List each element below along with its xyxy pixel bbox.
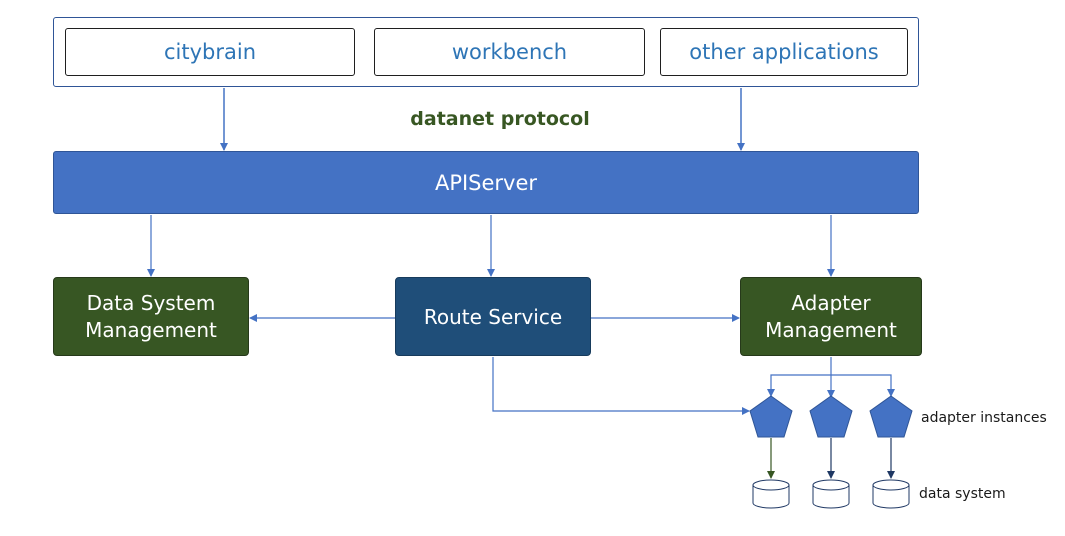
- data-system-cylinder-icon: [752, 479, 790, 509]
- adapter-instance-icon: [809, 395, 853, 438]
- adapter-instance-icon: [869, 395, 913, 438]
- adapter-management-label: Adapter Management: [765, 290, 897, 342]
- app-label: citybrain: [163, 40, 257, 64]
- adapter-management-box: Adapter Management: [740, 277, 922, 356]
- apiserver-box: APIServer: [53, 151, 919, 214]
- route-service-box: Route Service: [395, 277, 591, 356]
- data-system-management-label: Data System Management: [85, 290, 217, 342]
- app-box-workbench: workbench: [374, 28, 645, 76]
- app-label: other applications: [689, 40, 879, 64]
- connector-adapter-mgmt-right: [831, 374, 895, 397]
- data-system-management-box: Data System Management: [53, 277, 249, 356]
- connector-adapter-mgmt-left: [767, 374, 831, 397]
- apiserver-label: APIServer: [434, 170, 538, 195]
- protocol-label: datanet protocol: [410, 108, 590, 130]
- app-box-citybrain: citybrain: [65, 28, 355, 76]
- app-label: workbench: [451, 40, 568, 64]
- adapter-instances-label: adapter instances: [921, 410, 1047, 426]
- adapter-instance-icon: [749, 395, 793, 438]
- route-service-label: Route Service: [423, 304, 563, 329]
- app-box-other-applications: other applications: [660, 28, 908, 76]
- data-system-cylinder-icon: [812, 479, 850, 509]
- arrow-route-to-adapter-instance: [492, 357, 750, 415]
- data-system-label: data system: [919, 486, 1006, 502]
- data-system-cylinder-icon: [872, 479, 910, 509]
